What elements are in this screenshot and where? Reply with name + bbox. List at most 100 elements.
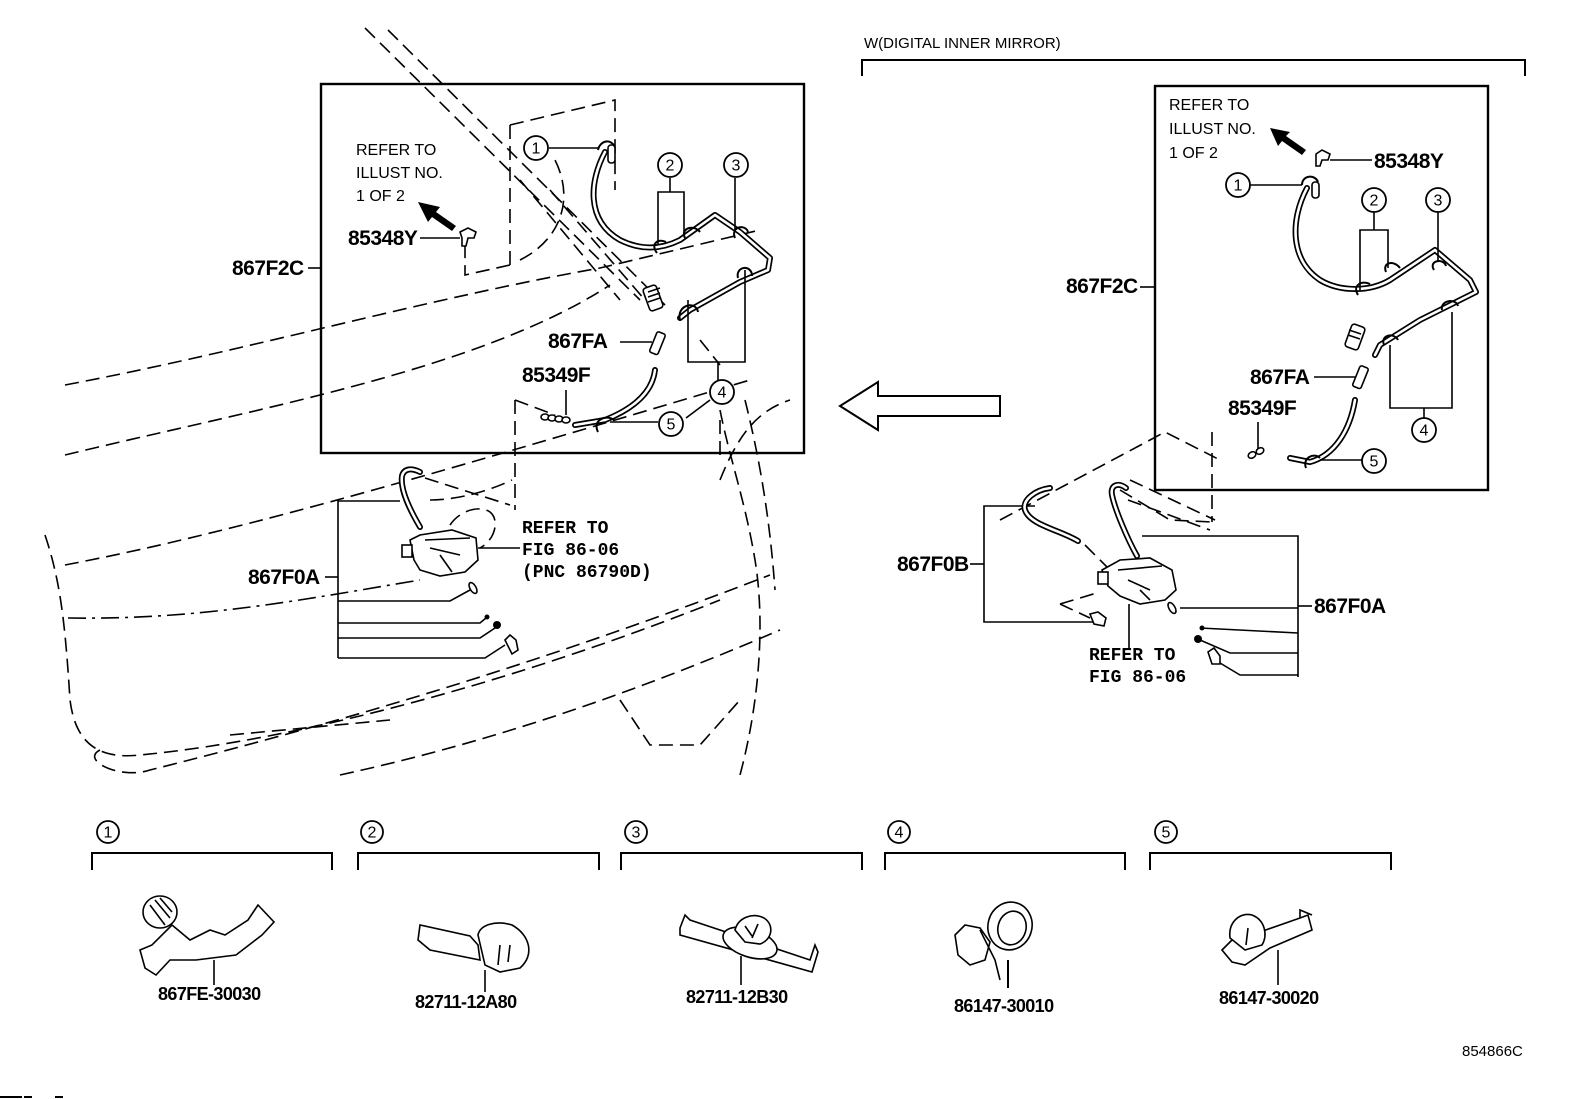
- callout-4-left[interactable]: 4: [709, 379, 735, 405]
- detail-part-3[interactable]: 3 82711-12B30: [620, 820, 863, 1007]
- part-number-1[interactable]: 867FE-30030: [158, 984, 262, 1004]
- part-number-5[interactable]: 86147-30020: [1219, 988, 1320, 1008]
- detail-callout-4: [887, 820, 911, 844]
- clip-connector-part[interactable]: [459, 227, 477, 247]
- detail-bracket-3: [620, 852, 863, 870]
- label-867FA-right[interactable]: 867FA: [1250, 366, 1310, 389]
- variant-bracket: [861, 59, 1526, 76]
- clamp-part-icon: [139, 895, 276, 977]
- fig-note-line-3: (PNC 86790D): [522, 563, 652, 583]
- label-867FA[interactable]: 867FA: [548, 330, 608, 353]
- svg-text:1: 1: [1234, 178, 1243, 195]
- illustration-id: 854866C: [1462, 1043, 1523, 1060]
- fig-note-line-2[interactable]: FIG 86-06: [1089, 668, 1186, 688]
- detail-part-5[interactable]: 5 86147-30020: [1149, 820, 1392, 1008]
- callout-3-right[interactable]: 3: [1425, 187, 1451, 213]
- part-number-4[interactable]: 86147-30010: [954, 996, 1055, 1016]
- label-85349F-right[interactable]: 85349F: [1228, 397, 1297, 420]
- svg-text:2: 2: [1370, 193, 1379, 210]
- arrow-pointer-icon: [418, 202, 456, 231]
- hose-connector-part-right[interactable]: [1344, 323, 1366, 351]
- note-line-1: REFER TO: [356, 142, 436, 159]
- detail-bracket-5: [1149, 852, 1392, 870]
- detail-callout-1: [96, 820, 120, 844]
- svg-text:5: 5: [1370, 454, 1379, 471]
- clip-connector-part[interactable]: [1315, 149, 1331, 167]
- fig-note-line-2[interactable]: FIG 86-06: [522, 541, 619, 561]
- callout-2-right[interactable]: 2: [1361, 187, 1387, 213]
- label-867F2C[interactable]: 867F2C: [232, 257, 305, 280]
- detail-bracket-1: [91, 852, 333, 870]
- camera-module-part-right[interactable]: [1097, 557, 1177, 605]
- svg-text:1: 1: [532, 141, 541, 158]
- hose-clips-right: [1301, 175, 1459, 469]
- detail-part-1[interactable]: 1 867FE-30030: [91, 820, 333, 1004]
- note-line-2: ILLUST NO.: [1169, 121, 1256, 138]
- right-bracket-sets: [983, 481, 1299, 677]
- joint-part[interactable]: [1351, 365, 1369, 390]
- callout-leaders-right: [1250, 184, 1453, 461]
- callout-1-left[interactable]: 1: [523, 135, 549, 161]
- right-refer-illust-note: REFER TO ILLUST NO. 1 OF 2: [1169, 97, 1256, 162]
- svg-text:5: 5: [667, 417, 676, 434]
- part-number-3[interactable]: 82711-12B30: [686, 987, 789, 1007]
- callout-5-left[interactable]: 5: [658, 411, 684, 437]
- label-867F0B[interactable]: 867F0B: [897, 553, 970, 576]
- fig-note-line-1: REFER TO: [522, 519, 609, 539]
- callout-4-right[interactable]: 4: [1411, 417, 1437, 443]
- right-refer-fig-note: REFER TO FIG 86-06: [1089, 646, 1186, 688]
- svg-text:4: 4: [895, 825, 904, 842]
- washer-hose-right[interactable]: [1287, 185, 1479, 465]
- svg-text:3: 3: [632, 825, 641, 842]
- left-hidden-lines: [464, 98, 721, 510]
- clip-3-part-icon: [679, 913, 819, 973]
- label-867F2C-right[interactable]: 867F2C: [1066, 275, 1139, 298]
- detail-callout-2: [360, 820, 384, 844]
- svg-text:5: 5: [1162, 825, 1171, 842]
- clip-2-part-icon: [417, 922, 530, 973]
- part-number-2[interactable]: 82711-12A80: [415, 992, 518, 1012]
- svg-text:2: 2: [666, 158, 675, 175]
- callout-5-right[interactable]: 5: [1361, 448, 1387, 474]
- hose-connector-part[interactable]: [642, 284, 664, 312]
- svg-text:2: 2: [368, 825, 377, 842]
- label-85349F[interactable]: 85349F: [522, 364, 591, 387]
- nozzle-part[interactable]: [540, 413, 571, 424]
- callout-leaders-left: [549, 147, 746, 423]
- camera-module-part[interactable]: [401, 529, 479, 577]
- fig-note-line-1: REFER TO: [1089, 646, 1176, 666]
- note-line-3: 1 OF 2: [356, 188, 405, 205]
- joint-part[interactable]: [648, 331, 666, 356]
- callout-3-left[interactable]: 3: [723, 152, 749, 178]
- arrow-pointer-icon: [1270, 128, 1306, 155]
- left-refer-illust-note: REFER TO ILLUST NO. 1 OF 2: [356, 142, 443, 205]
- detail-bracket-2: [357, 852, 600, 870]
- detail-part-2[interactable]: 2 82711-12A80: [357, 820, 600, 1012]
- label-867F0A-left[interactable]: 867F0A: [248, 566, 321, 589]
- clip-part[interactable]: [1088, 611, 1107, 627]
- callout-1-right[interactable]: 1: [1225, 172, 1251, 198]
- svg-text:3: 3: [732, 158, 741, 175]
- right-hidden-lines: [999, 431, 1221, 523]
- label-85348Y-right[interactable]: 85348Y: [1374, 150, 1444, 173]
- clip-5-part-icon: [1220, 908, 1313, 966]
- variant-label: W(DIGITAL INNER MIRROR): [864, 35, 1061, 52]
- label-85348Y[interactable]: 85348Y: [348, 227, 418, 250]
- hose-clips: [595, 140, 753, 433]
- svg-text:1: 1: [104, 825, 113, 842]
- right-detail-box: [1153, 84, 1490, 492]
- left-bracket-set: [337, 466, 520, 659]
- nozzle-part-right[interactable]: [1247, 446, 1265, 460]
- detail-bracket-4: [884, 852, 1126, 870]
- vehicle-body-outline: [44, 27, 791, 776]
- note-line-2: ILLUST NO.: [356, 165, 443, 182]
- callout-2-left[interactable]: 2: [657, 152, 683, 178]
- note-line-1: REFER TO: [1169, 97, 1249, 114]
- svg-text:4: 4: [718, 385, 727, 402]
- left-refer-fig-note: REFER TO FIG 86-06 (PNC 86790D): [522, 519, 652, 583]
- washer-hose[interactable]: [572, 149, 773, 428]
- detail-callout-3: [624, 820, 648, 844]
- label-867F0A-right[interactable]: 867F0A: [1314, 595, 1387, 618]
- detail-part-4[interactable]: 4 86147-30010: [884, 820, 1126, 1016]
